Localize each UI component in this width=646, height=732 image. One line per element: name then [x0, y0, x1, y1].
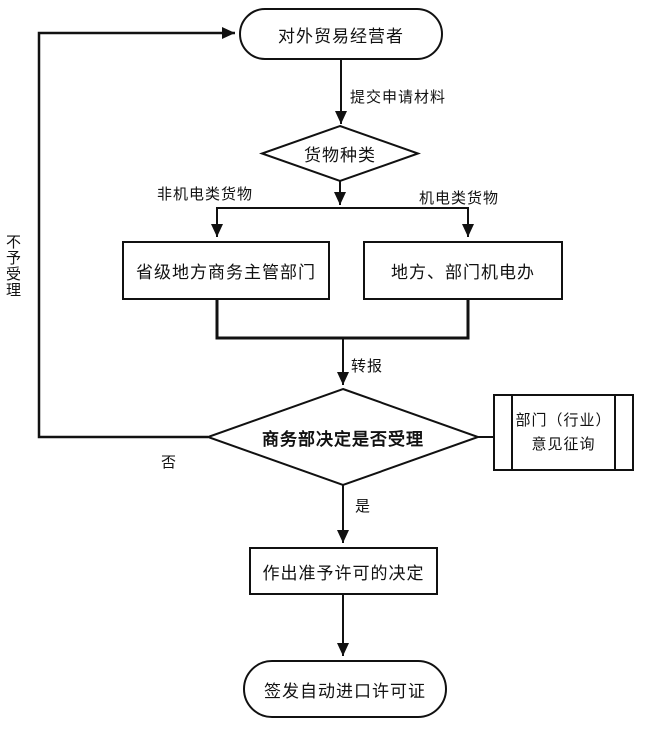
local-mechelec-office-label: 地方、部门机电办 — [391, 263, 535, 282]
submit-materials-label: 提交申请材料 — [350, 89, 447, 106]
issue-license-oval: 签发自动进口许可证 — [243, 660, 447, 718]
mechelec-branch-label: 机电类货物 — [419, 190, 500, 207]
issue-license-label: 签发自动进口许可证 — [264, 681, 426, 701]
no-label: 否 — [161, 454, 178, 471]
mofcom-decision-diamond — [205, 387, 481, 487]
grant-decision-label: 作出准予许可的决定 — [262, 563, 425, 583]
provincial-commerce-box: 省级地方商务主管部门 — [122, 241, 330, 300]
start-oval: 对外贸易经营者 — [239, 8, 443, 60]
consultation-box: 部门（行业） 意见征询 — [493, 394, 634, 471]
consultation-label: 部门（行业） 意见征询 — [513, 396, 614, 469]
consultation-label-line2: 意见征询 — [531, 435, 596, 453]
yes-label: 是 — [355, 498, 372, 515]
goods-type-label: 货物种类 — [304, 146, 376, 165]
goods-type-diamond — [258, 124, 422, 183]
consultation-label-line1: 部门（行业） — [515, 412, 612, 430]
predef-right-bar — [614, 396, 616, 469]
non-mechelec-branch-label: 非机电类货物 — [157, 186, 254, 203]
edge-no-feedback — [37, 27, 235, 439]
predef-left-bar — [511, 396, 513, 469]
start-label: 对外贸易经营者 — [278, 26, 404, 46]
forward-label: 转报 — [351, 358, 384, 375]
provincial-commerce-label: 省级地方商务主管部门 — [136, 263, 316, 282]
grant-decision-box: 作出准予许可的决定 — [249, 547, 438, 595]
mofcom-decision-label: 商务部决定是否受理 — [262, 429, 424, 449]
local-mechelec-office-box: 地方、部门机电办 — [363, 241, 563, 300]
not-accepted-label: 不予受理 — [4, 234, 21, 298]
